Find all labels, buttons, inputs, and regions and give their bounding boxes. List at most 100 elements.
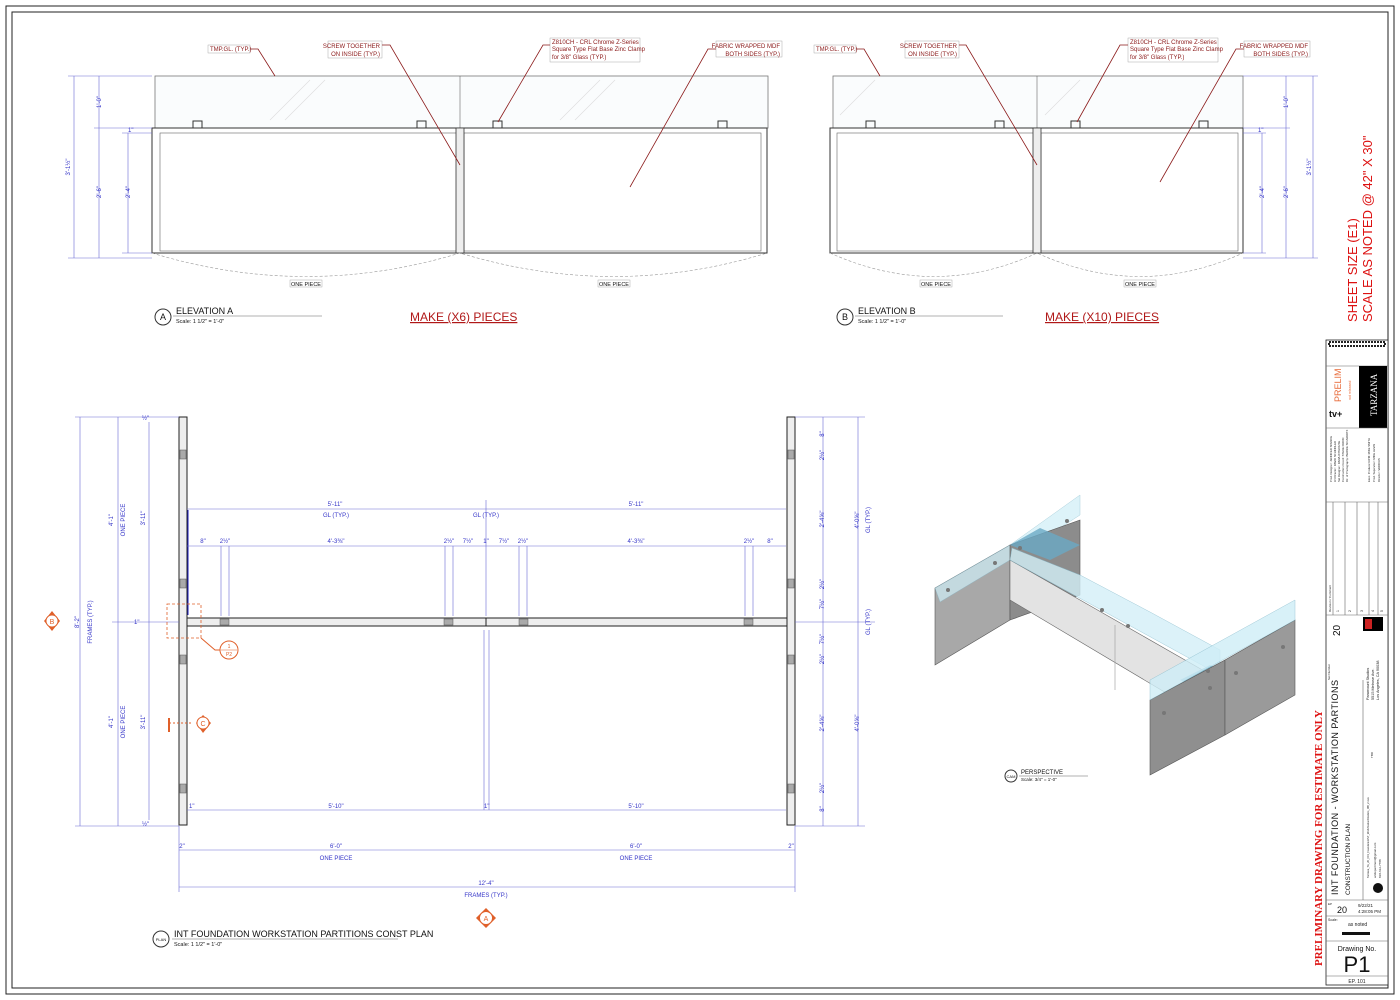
ep-number: 20: [1337, 905, 1347, 915]
revision-header: Revision / Comment: [1328, 585, 1332, 612]
clamp: [416, 120, 427, 129]
dim-text: 1": [189, 804, 194, 810]
dim-text: 4'-1": [109, 716, 115, 728]
outer-border: [5, 5, 1395, 995]
dim-text: 5'-10": [628, 804, 643, 810]
make-pieces-note: MAKE (X10) PIECES: [1045, 310, 1159, 324]
prelim-sub: not released: [1348, 381, 1352, 400]
dim-text: GL (TYP.): [866, 609, 872, 635]
dim-text: 7½": [819, 599, 826, 609]
dim-text: 5'-11": [629, 502, 644, 508]
revision-row: 1: [1336, 610, 1340, 612]
one-piece-label: ONE PIECE: [291, 282, 321, 288]
elevation-b: ONE PIECE ONE PIECE 3'-1½" 1'-0" 2'-6" 2…: [813, 37, 1318, 326]
scale-note: SCALE AS NOTED @ 42" X 30": [1360, 135, 1375, 322]
dim-text: 2": [788, 844, 793, 850]
plan-view: 5'-11" 5'-11" GL (TYP.) GL (TYP.) 8" 2½"…: [44, 415, 875, 948]
note-screw: ON INSIDE (TYP.): [331, 52, 380, 58]
dim-text: 4'-3⅜": [628, 539, 645, 545]
section-marker-c[interactable]: C: [168, 715, 211, 733]
dim-glass: 1'-0": [97, 96, 103, 108]
scale-value: as noted: [1348, 922, 1367, 928]
dim-text: GL (TYP.): [866, 507, 872, 533]
dim-text: 7½": [499, 538, 509, 545]
dim-text: 2½": [819, 654, 826, 664]
note-clamp: Z810CH - CRL Chrome Z-Series: [1130, 40, 1217, 46]
one-piece-label: ONE PIECE: [1125, 282, 1155, 288]
set-no-label: Set Number: [1327, 664, 1331, 680]
dim-gap: 1": [1258, 128, 1263, 134]
credit-line: Dir. of Photography: BERNIE SCHWARTZ: [1345, 429, 1349, 482]
dim-text: 8'-2": [75, 616, 81, 628]
dim-text: 8": [820, 431, 826, 436]
phone: 818-612-7788: [1378, 859, 1382, 878]
note-clamp: for 3/8" Glass (TYP.): [1130, 55, 1184, 61]
dim-text: 2½": [518, 538, 528, 545]
perspective-title: PERSPECTIVE: [1021, 770, 1063, 776]
revision-row: 3: [1360, 610, 1364, 612]
designer-logo: [1373, 883, 1383, 893]
dim-text: GL (TYP.): [323, 513, 349, 519]
clamp: [492, 120, 503, 129]
credit-line: Art Director: DAVID SCHINDLER: [1333, 441, 1337, 482]
detail-callout-box: [166, 603, 202, 639]
dim-text: 2½": [819, 579, 826, 589]
note-tmp-gl: TMP.GL. (TYP.): [210, 47, 251, 53]
perspective-tag: CAM: [1007, 774, 1016, 779]
one-piece-label: ONE PIECE: [921, 282, 951, 288]
dim-text: FRAMES (TYP.): [88, 600, 94, 643]
right-frame: [786, 416, 796, 826]
note-fabric: FABRIC WRAPPED MDF: [712, 44, 781, 50]
dim-overall: 3'-1½": [1306, 159, 1313, 176]
project-title: INT FOUNDATION - WORKSTATION PARTIONS: [1330, 679, 1340, 895]
file-name: Tarzana_TA_20_001_FoundationINT_WorkStat…: [1366, 797, 1370, 878]
dim-text: ONE PIECE: [121, 706, 127, 739]
dim-text: 8": [767, 539, 772, 545]
note-fabric: FABRIC WRAPPED MDF: [1240, 44, 1309, 50]
elevation-scale: Scale: 1 1/2" = 1'-0": [858, 319, 906, 325]
note-fabric: BOTH SIDES (TYP.): [725, 52, 780, 58]
dim-text: 1": [484, 804, 489, 810]
dim-text: 12'-4": [478, 881, 493, 887]
note-clamp: for 3/8" Glass (TYP.): [552, 55, 606, 61]
email: artdepartment@gmail.com: [1373, 842, 1377, 878]
credit-line: Prod. Designer: JENNIFER SPENCE: [1329, 436, 1333, 482]
fabric-panel: [463, 132, 762, 252]
dim-text: 8": [820, 806, 826, 811]
dim-text: ONE PIECE: [620, 856, 653, 862]
dim-text: 3'-11": [141, 715, 147, 730]
preliminary-stamp: PRELIMINARY DRAWING FOR ESTIMATE ONLY: [1313, 710, 1325, 966]
note-fabric: BOTH SIDES (TYP.): [1253, 52, 1308, 58]
dim-panel: 2'-4": [1260, 186, 1266, 198]
section-marker-a[interactable]: A: [476, 908, 496, 928]
marker-label: P2: [226, 652, 232, 658]
credit-line: Prod. Supervisor: MIKE LEVIN: [1372, 444, 1376, 482]
dim-text: 2½": [819, 783, 826, 793]
fabric-panel: [1040, 132, 1239, 252]
plan-scale: Scale: 1 1/2" = 1'-0": [174, 942, 222, 948]
dim-overall: 3'-1½": [65, 159, 72, 176]
marker-label: C: [200, 721, 205, 728]
left-frame: [178, 416, 188, 826]
note-screw: SCREW TOGETHER: [323, 44, 381, 50]
sheet-ref: EP. 101: [1348, 979, 1365, 985]
clamp: [192, 120, 203, 129]
dim-text: 2½": [819, 450, 826, 460]
marker-label: 1: [228, 644, 231, 650]
section-marker-b[interactable]: B: [44, 611, 60, 631]
spine-frame: [186, 617, 788, 627]
detail-marker[interactable]: 1 P2: [219, 640, 239, 660]
center-post: [1032, 127, 1042, 254]
scale-label: Scale:: [1328, 918, 1338, 922]
dim-text: 5'-11": [328, 502, 343, 508]
note-clamp: Square Type Flat Base Zinc Clamp: [1130, 47, 1224, 53]
glass-panel: [154, 75, 769, 129]
dim-text: 2½": [220, 538, 230, 545]
set-number: 20: [1332, 624, 1343, 636]
dim-text: GL (TYP.): [473, 513, 499, 519]
dim-lower: 2'-6": [97, 186, 103, 198]
credit-line: Exec. Producer/UPM: MIKE SMITH: [1367, 438, 1371, 482]
center-post: [455, 127, 465, 254]
drawing-no-label: Drawing No.: [1338, 946, 1377, 953]
dim-lower: 2'-6": [1284, 186, 1290, 198]
